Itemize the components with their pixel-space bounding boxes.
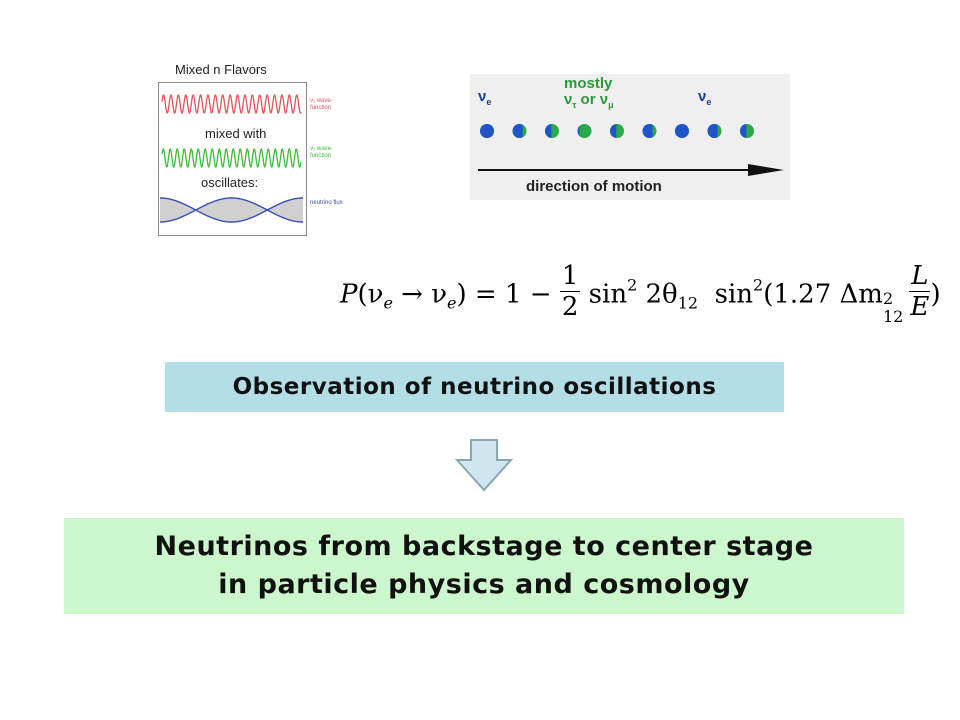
wave1-side-label: ν₁ wave-function (310, 98, 333, 111)
flux-side-label: neutrino flux (310, 200, 343, 206)
nu-e-left-label: νe (478, 88, 492, 107)
neutrino-dot (642, 124, 657, 138)
neutrino-flux-fill (160, 198, 303, 222)
mixed-with-label: mixed with (205, 126, 267, 141)
neutrino-dot (545, 124, 559, 138)
neutrino-flux-curve-a (160, 197, 303, 223)
motion-arrow-head (748, 164, 784, 176)
neutrino-dot (740, 124, 754, 138)
neutrino-dot (675, 124, 689, 138)
conclusion-line-2: in particle physics and cosmology (218, 569, 750, 600)
mostly-label: mostly ντ or νμ (564, 75, 614, 111)
direction-of-motion-label: direction of motion (526, 178, 662, 195)
neutrino-flux-curve-b (160, 197, 303, 223)
flavor-propagation-figure: νe mostly ντ or νμ νe direction of motio… (470, 74, 790, 200)
nu-e-right-label: νe (698, 88, 712, 107)
nu1-wavefunction (161, 93, 302, 115)
observation-banner: Observation of neutrino oscillations (165, 362, 784, 412)
conclusion-line-1: Neutrinos from backstage to center stage (154, 531, 814, 562)
nu2-wavefunction (161, 148, 302, 168)
mixed-flavors-title: Mixed n Flavors (175, 62, 267, 77)
neutrino-dot (577, 124, 592, 138)
mixed-flavors-figure: Mixed n Flavors mixed with oscillates: ν… (145, 62, 367, 240)
observation-banner-text: Observation of neutrino oscillations (232, 374, 717, 400)
conclusion-banner: Neutrinos from backstage to center stage… (64, 518, 904, 614)
oscillates-label: oscillates: (201, 175, 259, 190)
down-arrow-icon (455, 439, 513, 492)
neutrino-dot (610, 124, 624, 138)
wave-diagram (160, 93, 303, 223)
neutrino-dots (478, 124, 784, 176)
neutrino-dot (512, 124, 527, 138)
neutrino-dot (707, 124, 722, 138)
neutrino-dot (480, 124, 494, 138)
wave2-side-label: ν₂ wave-function (310, 146, 334, 159)
